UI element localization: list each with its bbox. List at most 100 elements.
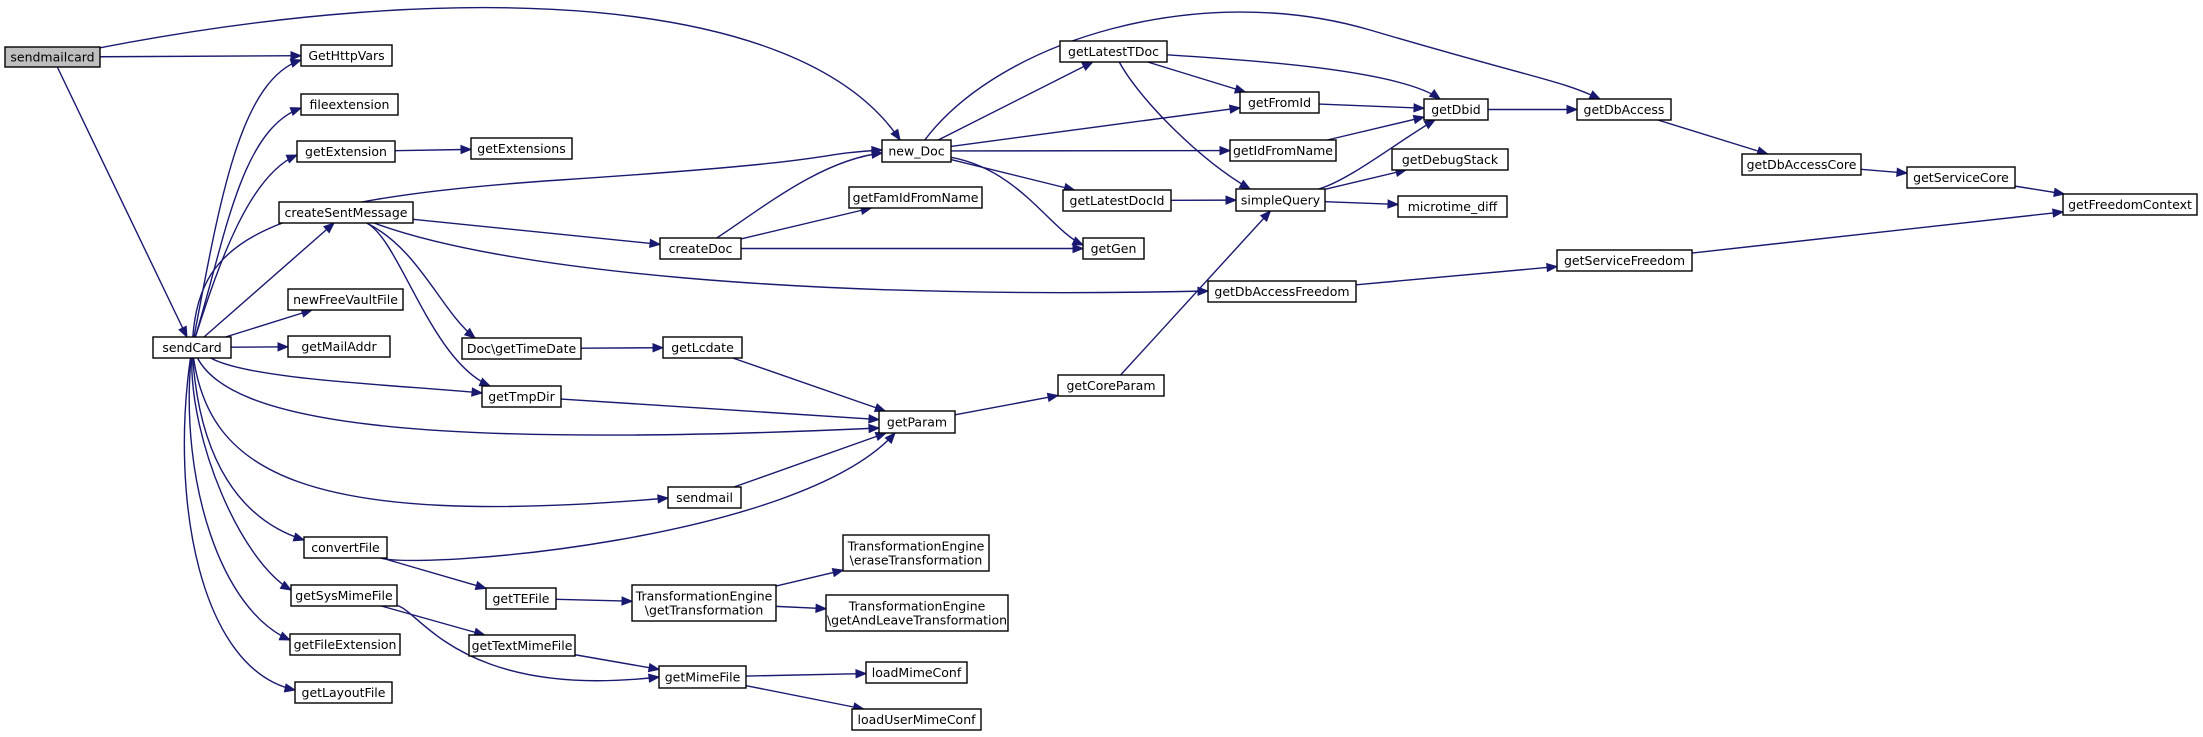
edge-getTEFile-to-TE_getTransformation xyxy=(555,598,633,602)
node-GetHttpVars[interactable]: GetHttpVars xyxy=(300,44,393,67)
edge-sendmail-to-getParam xyxy=(733,432,887,488)
node-label: \getAndLeaveTransformation xyxy=(827,613,1007,628)
arrowhead-simpleQuery-to-getDbid xyxy=(1423,119,1437,130)
arrowhead-new_Doc-to-getDbAccess xyxy=(1588,90,1602,100)
node-getFileExtension[interactable]: getFileExtension xyxy=(289,633,401,656)
node-box xyxy=(881,139,952,163)
node-box xyxy=(300,93,399,116)
node-box xyxy=(1423,98,1489,121)
node-label: createDoc xyxy=(669,241,733,256)
node-getDbAccessFreedom[interactable]: getDbAccessFreedom xyxy=(1207,280,1357,303)
arrowhead-new_Doc-to-getGen xyxy=(1071,236,1085,246)
node-sendmail[interactable]: sendmail xyxy=(667,486,742,509)
edge-new_Doc-to-getFromId xyxy=(950,107,1241,148)
node-getDbid[interactable]: getDbid xyxy=(1423,98,1489,121)
node-getServiceCore[interactable]: getServiceCore xyxy=(1906,166,2016,189)
node-box xyxy=(152,336,232,359)
edge-sendmailcard-to-new_Doc xyxy=(99,6,901,141)
node-label: getGen xyxy=(1091,241,1137,256)
node-getLcdate[interactable]: getLcdate xyxy=(662,336,743,359)
node-box xyxy=(1391,148,1509,171)
edge-createSentMessage-to-getTmpDir xyxy=(366,222,491,387)
node-getLayoutFile[interactable]: getLayoutFile xyxy=(294,681,393,704)
edge-sendCard-to-getParam xyxy=(196,357,880,436)
node-createSentMessage[interactable]: createSentMessage xyxy=(278,201,414,224)
node-getDbAccess[interactable]: getDbAccess xyxy=(1576,98,1672,121)
node-getMailAddr[interactable]: getMailAddr xyxy=(287,335,391,358)
edge-getLcdate-to-getParam xyxy=(732,357,886,412)
node-label: getTextMimeFile xyxy=(472,638,573,653)
node-TE_eraseTransformation[interactable]: TransformationEngine\eraseTransformation xyxy=(842,534,990,572)
edge-getIdFromName-to-getDbid xyxy=(1327,116,1425,141)
arrowhead-sendCard-to-getLayoutFile xyxy=(283,683,297,693)
node-box xyxy=(662,336,743,359)
node-label: sendmail xyxy=(676,490,733,505)
node-getFreedomContext[interactable]: getFreedomContext xyxy=(2062,193,2198,216)
node-loadMimeConf[interactable]: loadMimeConf xyxy=(865,661,968,684)
node-box xyxy=(631,584,777,622)
node-label: getMimeFile xyxy=(665,670,741,685)
node-getSysMimeFile[interactable]: getSysMimeFile xyxy=(290,584,398,607)
node-loadUserMimeConf[interactable]: loadUserMimeConf xyxy=(851,708,982,731)
node-convertFile[interactable]: convertFile xyxy=(303,536,388,559)
node-box xyxy=(1741,153,1862,176)
edge-sendCard-to-getLayoutFile xyxy=(183,357,296,691)
node-box xyxy=(461,337,582,360)
node-getFromId[interactable]: getFromId xyxy=(1239,91,1320,114)
node-fileextension[interactable]: fileextension xyxy=(300,93,399,116)
edge-getDbAccessFreedom-to-getServiceFreedom xyxy=(1355,265,1558,286)
node-getGen[interactable]: getGen xyxy=(1082,237,1145,260)
edge-getTextMimeFile-to-getMimeFile xyxy=(574,654,660,671)
node-box xyxy=(851,708,982,731)
node-getTextMimeFile[interactable]: getTextMimeFile xyxy=(468,634,576,657)
node-box xyxy=(1082,237,1145,260)
node-getLatestDocId[interactable]: getLatestDocId xyxy=(1062,189,1172,212)
node-box xyxy=(1207,280,1357,303)
node-createDoc[interactable]: createDoc xyxy=(659,237,742,260)
node-label: TransformationEngine xyxy=(848,599,986,614)
node-getServiceFreedom[interactable]: getServiceFreedom xyxy=(1556,249,1693,272)
node-label: getIdFromName xyxy=(1233,143,1333,158)
arrowhead-getTEFile-to-TE_getTransformation xyxy=(621,596,634,606)
node-TE_getAndLeaveTransformation[interactable]: TransformationEngine\getAndLeaveTransfor… xyxy=(825,594,1009,632)
node-Doc_getTimeDate[interactable]: Doc\getTimeDate xyxy=(461,337,582,360)
node-getTEFile[interactable]: getTEFile xyxy=(485,587,557,610)
node-getLatestTDoc[interactable]: getLatestTDoc xyxy=(1059,40,1168,63)
node-getCoreParam[interactable]: getCoreParam xyxy=(1057,374,1165,397)
node-label: \getTransformation xyxy=(645,603,764,618)
node-getMimeFile[interactable]: getMimeFile xyxy=(658,665,747,689)
edge-new_Doc-to-getLatestDocId xyxy=(950,158,1075,191)
node-getDebugStack[interactable]: getDebugStack xyxy=(1391,148,1509,171)
node-microtime_diff[interactable]: microtime_diff xyxy=(1397,195,1508,218)
node-box xyxy=(1576,98,1672,121)
arrowhead-createSentMessage-to-Doc_getTimeDate xyxy=(463,327,477,339)
arrowhead-sendmailcard-to-GetHttpVars xyxy=(290,51,303,61)
node-sendCard[interactable]: sendCard xyxy=(152,336,232,359)
node-newFreeVaultFile[interactable]: newFreeVaultFile xyxy=(287,288,404,311)
arrowhead-sendCard-to-getFileExtension xyxy=(278,631,292,641)
node-getExtension[interactable]: getExtension xyxy=(296,140,396,163)
node-getParam[interactable]: getParam xyxy=(878,410,956,434)
node-getTmpDir[interactable]: getTmpDir xyxy=(481,385,562,408)
arrowhead-sendCard-to-getParam xyxy=(868,423,881,434)
edge-convertFile-to-getParam xyxy=(380,432,896,562)
edge-sendCard-to-getFileExtension xyxy=(188,357,291,641)
arrowhead-createSentMessage-to-getTmpDir xyxy=(478,377,492,387)
node-getIdFromName[interactable]: getIdFromName xyxy=(1229,139,1337,162)
node-sendmailcard[interactable]: sendmailcard xyxy=(4,46,101,68)
arrowhead-createDoc-to-new_Doc xyxy=(871,149,884,159)
node-label: GetHttpVars xyxy=(308,48,384,63)
node-getDbAccessCore[interactable]: getDbAccessCore xyxy=(1741,153,1862,176)
arrowhead-getSysMimeFile-to-getMimeFile xyxy=(648,673,661,683)
node-TE_getTransformation[interactable]: TransformationEngine\getTransformation xyxy=(631,584,777,622)
node-simpleQuery[interactable]: simpleQuery xyxy=(1235,188,1326,212)
node-layer: sendmailcard GetHttpVars fileextension getE… xyxy=(4,40,2198,731)
arrowhead-TE_getTransformation-to-TE_eraseTransformation xyxy=(831,568,845,578)
arrowhead-getDbAccessCore-to-getServiceCore xyxy=(1896,167,1909,177)
node-getFamIdFromName[interactable]: getFamIdFromName xyxy=(848,186,983,209)
node-new_Doc[interactable]: new_Doc xyxy=(881,139,952,163)
node-label: getDebugStack xyxy=(1402,152,1499,167)
node-getExtensions[interactable]: getExtensions xyxy=(470,137,573,160)
node-label: getDbAccessFreedom xyxy=(1214,284,1349,299)
